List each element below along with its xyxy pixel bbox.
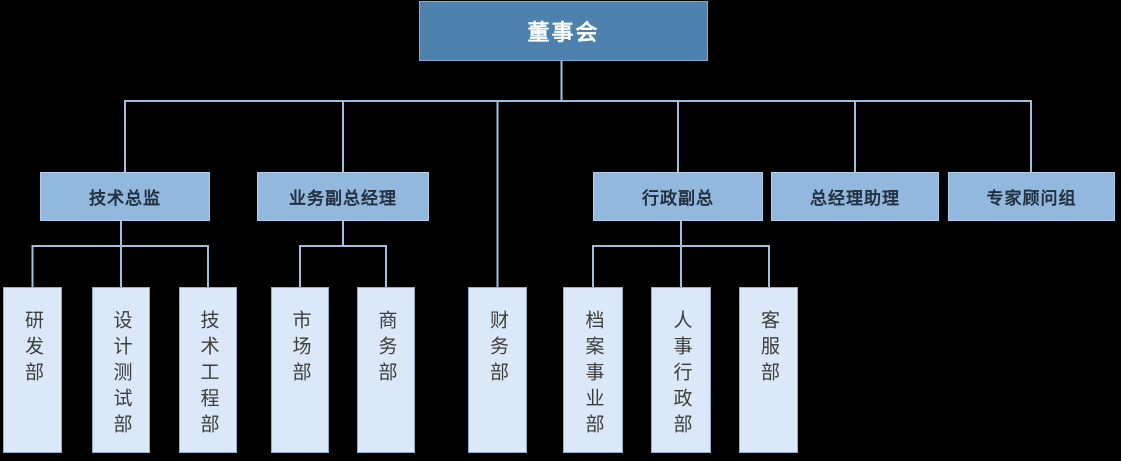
node-label: 商务部 (375, 310, 398, 388)
node-hr-admin-dept: 人事行政部 (651, 287, 711, 453)
connector-main-line (124, 100, 1032, 172)
node-customer-service-dept: 客服部 (739, 287, 798, 453)
node-commerce-dept: 商务部 (357, 287, 415, 453)
node-finance-dept: 财务部 (468, 287, 527, 453)
node-label: 董事会 (527, 21, 600, 46)
node-tech-engineering-dept: 技术工程部 (179, 287, 237, 453)
connector-admin-bus (592, 245, 770, 287)
node-archives-dept: 档案事业部 (563, 287, 623, 453)
node-board: 董事会 (419, 1, 708, 61)
node-gm-assistant: 总经理助理 (771, 172, 939, 221)
node-rnd-dept: 研发部 (3, 287, 62, 453)
node-label: 总经理助理 (810, 189, 900, 209)
node-label: 财务部 (487, 310, 509, 388)
node-label: 专家顾问组 (986, 189, 1077, 209)
node-label: 档案事业部 (582, 310, 605, 440)
node-label: 设计测试部 (110, 310, 133, 440)
node-expert-advisory-group: 专家顾问组 (948, 172, 1115, 221)
node-design-testing-dept: 设计测试部 (92, 287, 150, 453)
node-admin-deputy: 行政副总 (593, 172, 763, 221)
node-label: 行政副总 (642, 189, 714, 209)
node-label: 市场部 (289, 310, 312, 388)
node-label: 人事行政部 (670, 310, 693, 440)
node-tech-director: 技术总监 (40, 172, 210, 221)
node-label: 技术总监 (89, 189, 161, 209)
node-label: 业务副总经理 (289, 189, 397, 209)
connector-biz-bus (299, 245, 387, 287)
node-label: 技术工程部 (197, 310, 220, 440)
connector-tech-bus (31, 245, 209, 287)
node-label: 客服部 (758, 310, 780, 388)
node-marketing-dept: 市场部 (271, 287, 329, 453)
node-business-deputy-gm: 业务副总经理 (257, 172, 429, 221)
node-label: 研发部 (22, 310, 44, 388)
